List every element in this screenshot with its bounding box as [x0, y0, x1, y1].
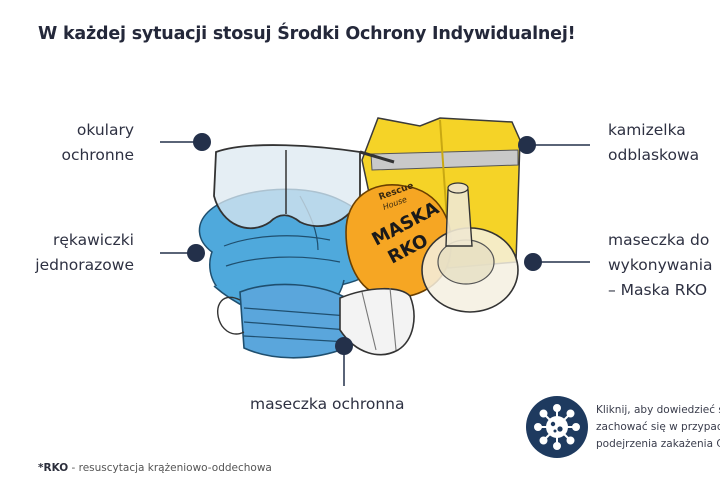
- label-cpr-mask-line2: wykonywania: [608, 256, 713, 274]
- covid-info-button[interactable]: [526, 396, 588, 458]
- label-vest-line1: kamizelka: [608, 121, 686, 139]
- connector-goggles: [160, 133, 211, 151]
- connector-vest: [518, 136, 590, 154]
- marker-gloves: [187, 244, 205, 262]
- label-goggles-line1: okulary: [76, 121, 134, 139]
- footnote-abbr: *RKO: [38, 462, 69, 474]
- label-gloves-line1: rękawiczki: [52, 231, 134, 249]
- connector-cpr-mask: [524, 253, 590, 271]
- cpr-mask-illustration[interactable]: [421, 182, 519, 313]
- covid-info-link[interactable]: Kliknij, aby dowiedzieć się zachować się…: [596, 402, 720, 453]
- cta-line2: zachować się w przypadku: [596, 421, 720, 433]
- footnote-text: - resuscytacja krążeniowo-oddechowa: [68, 462, 272, 474]
- marker-mask: [335, 337, 353, 355]
- goggles-illustration[interactable]: [213, 144, 395, 230]
- footnote: *RKO - resuscytacja krążeniowo-oddechowa: [38, 462, 272, 474]
- label-cpr-mask-line1: maseczka do: [608, 231, 710, 249]
- label-cpr-mask[interactable]: maseczka do wykonywania – Maska RKO: [608, 228, 713, 303]
- label-goggles-line2: ochronne: [61, 146, 134, 164]
- ffp-mask-illustration[interactable]: [339, 287, 415, 356]
- label-cpr-mask-line3: – Maska RKO: [608, 281, 708, 299]
- cta-line3: podejrzenia zakażenia COVID: [596, 438, 720, 450]
- label-mask[interactable]: maseczka ochronna: [250, 395, 405, 413]
- label-vest[interactable]: kamizelka odblaskowa: [608, 118, 699, 168]
- virus-icon: [534, 404, 580, 450]
- label-goggles[interactable]: okulary ochronne: [61, 118, 134, 168]
- connector-gloves: [160, 244, 205, 262]
- connector-mask: [335, 337, 353, 386]
- marker-goggles: [193, 133, 211, 151]
- label-vest-line2: odblaskowa: [608, 146, 700, 164]
- label-gloves[interactable]: rękawiczki jednorazowe: [35, 228, 134, 278]
- marker-vest: [518, 136, 536, 154]
- marker-cpr-mask: [524, 253, 542, 271]
- cta-line1: Kliknij, aby dowiedzieć się: [596, 404, 720, 416]
- label-gloves-line2: jednorazowe: [35, 256, 134, 274]
- page-title: W każdej sytuacji stosuj Środki Ochrony …: [38, 24, 576, 44]
